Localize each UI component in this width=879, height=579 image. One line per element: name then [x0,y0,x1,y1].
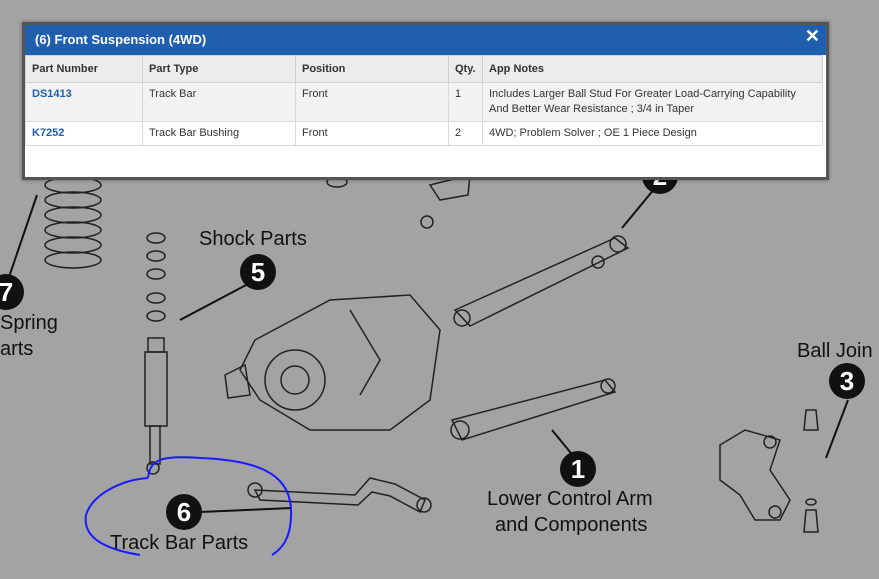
cell-part-type: Track Bar Bushing [142,121,296,146]
part-number-link[interactable]: DS1413 [32,88,72,100]
callout-5: 5 [240,254,276,290]
spring-parts-label-line2: arts [0,338,34,360]
shock-parts-label: Shock Parts [199,228,307,250]
shock-hardware-icon [146,232,166,322]
column-header-position[interactable]: Position [295,55,449,83]
table-row: K7252 Track Bar Bushing Front 2 4WD; Pro… [25,121,823,146]
shock-absorber-icon [144,337,168,475]
table-header-row: Part Number Part Type Position Qty. App … [25,55,823,83]
modal-title: (6) Front Suspension (4WD) [35,32,207,47]
callout-6: 6 [166,494,202,530]
parts-modal: (6) Front Suspension (4WD) ✕ Part Number… [22,22,829,180]
close-icon[interactable]: ✕ [804,26,820,46]
lower-control-arm-label-line1: Lower Control Arm [487,488,653,510]
cell-app-notes: Includes Larger Ball Stud For Greater Lo… [482,82,823,122]
parts-table: Part Number Part Type Position Qty. App … [25,55,823,146]
front-axle-icon [224,294,441,431]
cell-position: Front [295,82,449,122]
lower-control-arm-label-line2: and Components [495,514,648,536]
callout-3: 3 [829,363,865,399]
cell-qty: 2 [448,121,483,146]
cell-part-type: Track Bar [142,82,296,122]
ball-joint-icon [803,409,819,533]
callout-1: 1 [560,451,596,487]
upper-control-arm-icon [453,235,630,327]
track-bar-icon [247,477,432,514]
column-header-part-type[interactable]: Part Type [142,55,296,83]
lower-control-arm-icon [450,378,617,441]
cell-app-notes: 4WD; Problem Solver ; OE 1 Piece Design [482,121,823,146]
hand-annotation-icon [84,456,293,556]
table-row: DS1413 Track Bar Front 1 Includes Larger… [25,82,823,122]
ball-joint-label: Ball Join [797,340,873,362]
track-bar-parts-label: Track Bar Parts [110,532,249,554]
cell-position: Front [295,121,449,146]
part-number-link[interactable]: K7252 [32,127,65,139]
cell-qty: 1 [448,82,483,122]
column-header-part-number[interactable]: Part Number [25,55,143,83]
spring-parts-label-line1: Spring [0,312,58,334]
column-header-app-notes[interactable]: App Notes [482,55,823,83]
column-header-qty[interactable]: Qty. [448,55,483,83]
coil-spring-icon [44,176,102,269]
cell-part-number: K7252 [25,121,143,146]
steering-knuckle-icon [719,429,791,521]
cell-part-number: DS1413 [25,82,143,122]
modal-header: (6) Front Suspension (4WD) ✕ [25,25,826,55]
